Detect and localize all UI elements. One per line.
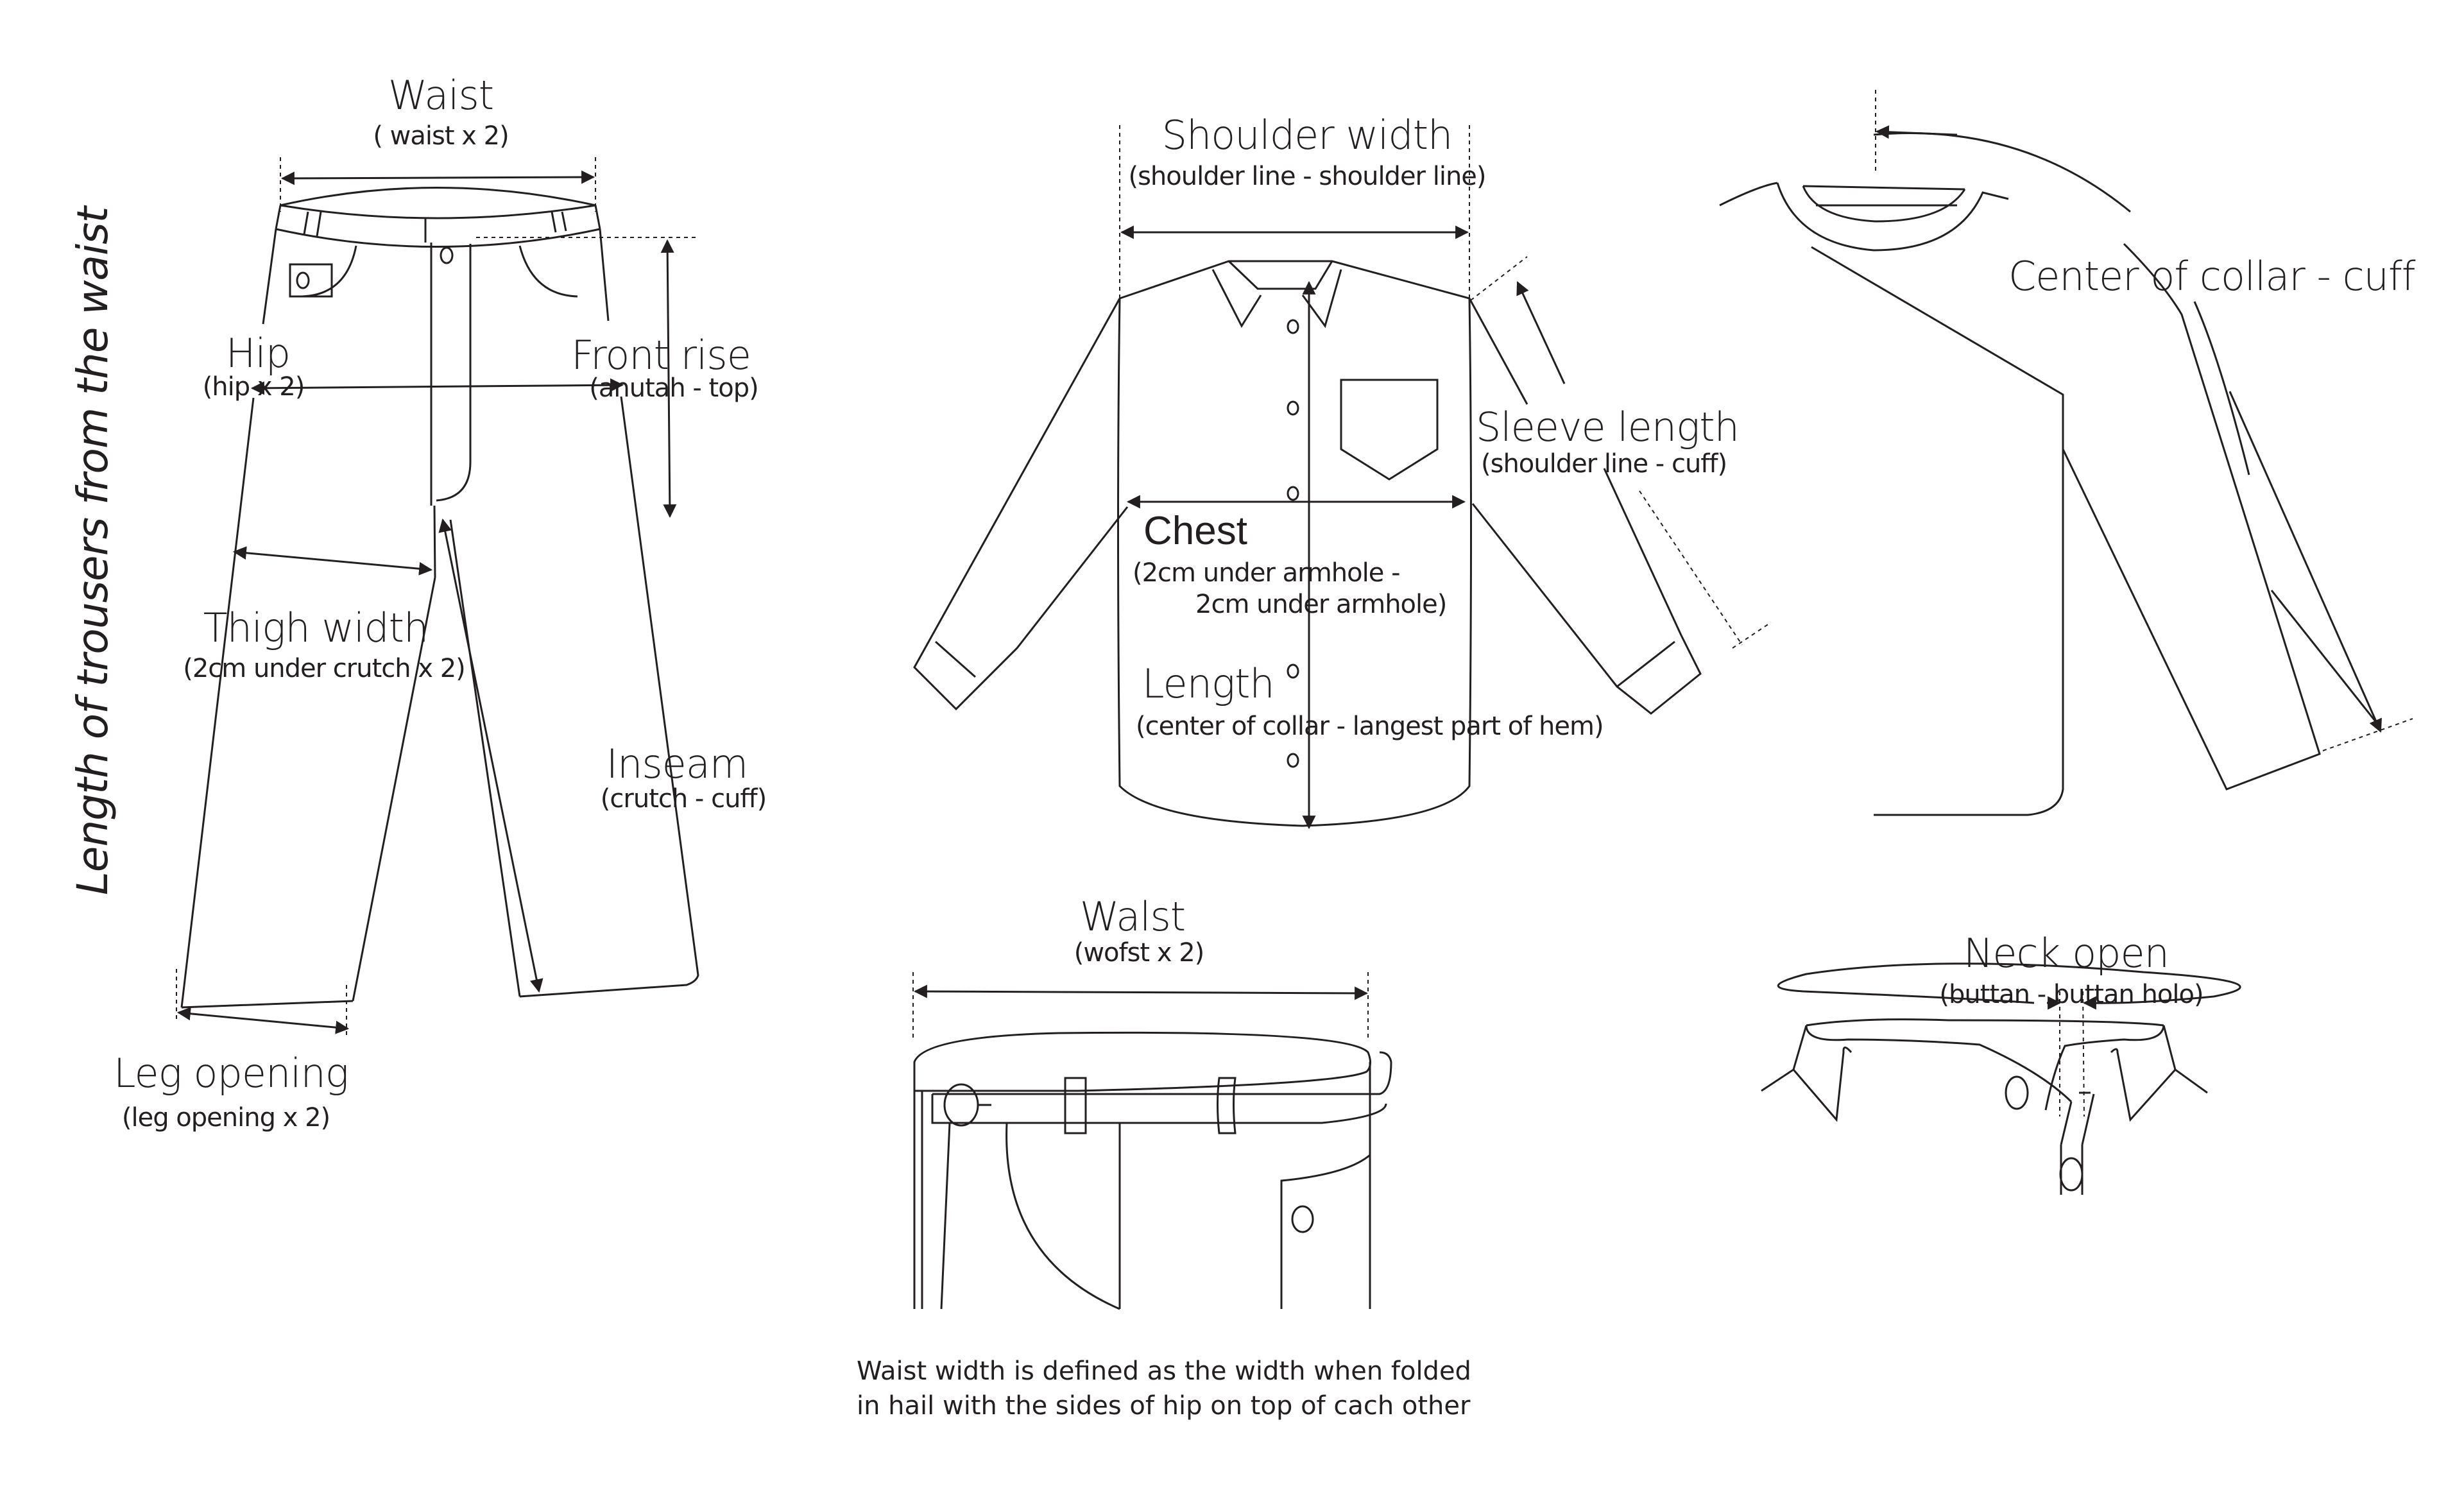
front-rise-label: Front rise	[571, 332, 751, 379]
center-collar-cuff-label: Center of collar - cuff	[2008, 253, 2416, 300]
thigh-width-label: Thigh width	[203, 604, 429, 651]
hip-label: Hip	[225, 330, 291, 377]
inseam-label: Inseam	[606, 740, 748, 787]
waist-note-line1: Waist width is defined as the width when…	[857, 1356, 1471, 1386]
shirt-drawing	[913, 125, 1772, 830]
waist-note-line2: in hail with the sides of hip on top of …	[857, 1391, 1471, 1421]
waist-label: Waist	[388, 72, 494, 119]
walst-formula: (wofst x 2)	[1074, 938, 1205, 968]
length-formula: (center of collar - langest part of hem)	[1136, 712, 1604, 741]
waist-formula: ( waist x 2)	[373, 121, 509, 151]
waist-note: Waist width is defined as the width when…	[857, 1354, 1471, 1423]
thigh-width-formula: (2cm under crutch x 2)	[183, 654, 466, 683]
neck-open-drawing	[1761, 962, 2241, 1195]
sleeve-length-label: Sleeve length	[1476, 404, 1740, 450]
leg-opening-label: Leg opening	[114, 1050, 349, 1097]
chest-formula-line2: 2cm under armhole)	[1195, 590, 1447, 619]
shoulder-width-formula: (shoulder line - shoulder line)	[1128, 162, 1486, 191]
sleeve-side-drawing	[1719, 90, 2413, 816]
leg-opening-formula: (leg opening x 2)	[121, 1103, 330, 1133]
hip-formula: (hip x 2)	[202, 372, 305, 402]
trousers-length-label: Length of trousers from the waist	[68, 207, 117, 895]
walst-label: Walst	[1079, 893, 1186, 940]
shoulder-width-label: Shoulder width	[1161, 112, 1453, 158]
chest-label: Chest	[1143, 509, 1247, 553]
neck-open-formula: (buttan - buttan holo)	[1939, 980, 2203, 1009]
inseam-formula: (crutch - cuff)	[600, 784, 767, 814]
waist-detail-drawing	[912, 972, 1392, 1310]
neck-open-label: Neck open	[1964, 930, 2169, 977]
chest-formula-line1: (2cm under armhole -	[1133, 558, 1401, 588]
trousers-drawing	[176, 157, 699, 1036]
front-rise-formula: (anutah - top)	[589, 373, 758, 403]
sleeve-length-formula: (shoulder line - cuff)	[1481, 449, 1727, 479]
length-label: Length	[1142, 660, 1275, 707]
